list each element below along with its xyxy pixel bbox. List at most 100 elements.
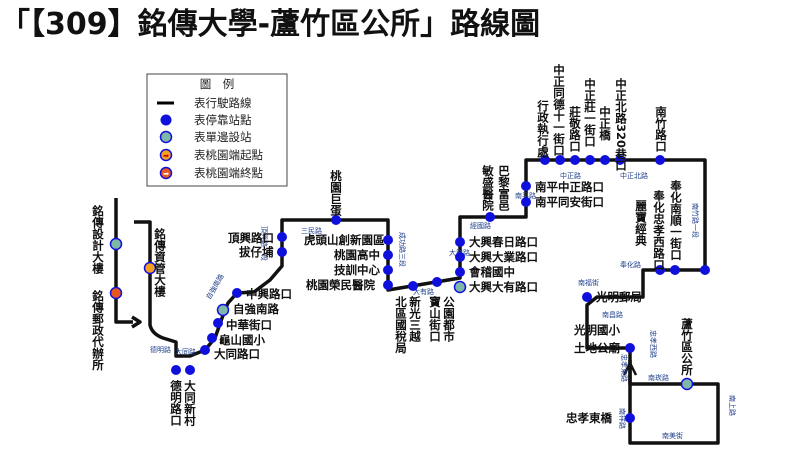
road-label: 南祥路 (618, 408, 627, 429)
stop-marker-one-side[interactable] (680, 377, 694, 391)
stop-marker[interactable] (277, 247, 287, 257)
stop-label: 大興大有路口 (469, 280, 538, 294)
stop-label: 光明國小 (573, 323, 620, 337)
stop-label: 銘傳郵政代辦所 (91, 289, 105, 371)
stop-label: 北區國稅局 (394, 295, 408, 354)
stop-marker[interactable] (670, 265, 680, 275)
stop-marker[interactable] (600, 155, 610, 165)
stop-marker-end[interactable] (109, 286, 123, 300)
stop-label: 敏盛醫院 (481, 164, 495, 212)
road-label: 南崁路 (648, 373, 669, 382)
stop-marker[interactable] (485, 212, 495, 222)
stop-marker[interactable] (521, 197, 531, 207)
stop-marker[interactable] (213, 318, 223, 328)
legend-heading: 圖 例 (200, 77, 235, 91)
stop-marker[interactable] (615, 155, 625, 165)
stop-marker[interactable] (200, 345, 210, 355)
stop-marker[interactable] (521, 181, 531, 191)
stop-labels: 銘傳設計大樓 銘傳資管大樓 銘傳郵政代辦所 德明路口 大同新村 大同路口 龜山國… (91, 63, 694, 427)
stop-marker[interactable] (383, 250, 393, 260)
stop-marker[interactable] (207, 333, 217, 343)
stop-marker[interactable] (455, 252, 465, 262)
stop-marker[interactable] (277, 232, 287, 242)
road-label: 忠孝東路 (620, 354, 629, 382)
road-label: 中正北路 (620, 171, 648, 180)
stop-label: 寶山街口 (428, 295, 442, 343)
stop-marker[interactable] (570, 155, 580, 165)
stop-marker[interactable] (625, 343, 635, 353)
stop-label: 南平同安街口 (535, 195, 604, 209)
road-label: 中正路 (560, 171, 581, 180)
stop-marker[interactable] (383, 280, 393, 290)
legend-end-label: 表桃園端終點 (194, 166, 263, 180)
stop-label: 中正橋 (598, 105, 612, 141)
stop-label: 麗寶經典 (634, 200, 648, 247)
stop-marker[interactable] (455, 237, 465, 247)
stop-marker[interactable] (455, 267, 465, 277)
stop-marker-one-side[interactable] (453, 280, 467, 294)
stop-label: 會稽國中 (469, 265, 515, 279)
stop-label: 中正北路320巷口 (614, 77, 628, 172)
stop-marker-start[interactable] (143, 261, 157, 275)
stop-label: 中正同德十一街口 (552, 63, 566, 157)
stop-marker[interactable] (232, 288, 242, 298)
stop-label: 蘆竹區公所 (680, 317, 694, 376)
road-label: 三民路 (301, 226, 322, 235)
road-label: 南昌路 (602, 310, 623, 319)
stop-label: 新光三越 (408, 295, 422, 343)
stop-marker[interactable] (432, 277, 442, 287)
road-label: 南美街 (662, 431, 683, 440)
stop-marker[interactable] (700, 265, 710, 275)
stop-label: 巴黎富邑 (497, 165, 511, 212)
road-label: 忠孝西路 (649, 330, 658, 358)
stop-marker[interactable] (383, 235, 393, 245)
stop-marker[interactable] (582, 292, 592, 302)
stop-marker[interactable] (540, 155, 550, 165)
route-title: 「【309】銘傳大學-蘆竹區公所」路線圖 (0, 7, 540, 42)
stop-label: 大同路口 (214, 347, 260, 361)
legend: 圖 例 表行駛路線 表停靠站點 表單邊設站 ➡ 表桃園端起點 ➡ 表桃園端終點 (146, 73, 288, 187)
stop-label: 中華街口 (226, 318, 272, 332)
stop-label: 桃園高中 (334, 248, 380, 262)
stop-label: 龜山國小 (219, 333, 265, 347)
stop-label: 光明郵局 (595, 290, 642, 304)
road-label: 南平路 (515, 191, 536, 200)
stop-marker[interactable] (655, 265, 665, 275)
stop-label: 拔仔埔 (239, 245, 274, 259)
stop-marker[interactable] (585, 155, 595, 165)
legend-start-label: 表桃園端起點 (194, 148, 263, 162)
stop-label: 頂興路口 (228, 231, 274, 245)
stop-label: 中正莊一街口 (583, 77, 597, 148)
legend-stop-symbol (160, 114, 172, 126)
stop-marker[interactable] (171, 365, 181, 375)
stop-marker[interactable] (185, 365, 195, 375)
stop-marker[interactable] (408, 281, 418, 291)
stop-marker[interactable] (625, 413, 635, 423)
stop-label: 虎頭山創新園區 (304, 233, 385, 247)
stop-marker[interactable] (555, 155, 565, 165)
stop-label: 莊敬路口 (568, 105, 582, 153)
road-label: 頂興路一段 (260, 226, 269, 261)
stop-marker[interactable] (331, 215, 341, 225)
stop-label: 自強南路 (233, 302, 279, 316)
legend-one-side-label: 表單邊設站 (194, 130, 252, 144)
road-label: 南福街 (578, 278, 599, 287)
direction-arrow-icon (622, 360, 638, 376)
stop-label: 大同新村 (183, 379, 197, 427)
stop-label: 忠孝東橋 (566, 411, 612, 425)
stop-marker[interactable] (655, 155, 665, 165)
stop-label: 德明路口 (169, 379, 183, 427)
stop-marker[interactable] (383, 265, 393, 275)
legend-end-arrow-icon: ➡ (163, 170, 169, 178)
road-label: 大有路 (413, 287, 434, 296)
stop-marker-one-side[interactable] (216, 303, 230, 317)
stop-label: 南平中正路口 (535, 180, 604, 194)
road-label: 成功路三段 (398, 232, 407, 267)
stop-label: 技訓中心 (334, 263, 380, 277)
road-label: 自強南路 (204, 272, 226, 301)
road-label: 南上路 (728, 395, 737, 416)
stop-marker-one-side[interactable] (109, 237, 123, 251)
stop-label: 銘傳設計大樓 (91, 204, 105, 275)
road-label: 南竹路一段 (691, 203, 700, 238)
road-label: 大同路 (175, 347, 196, 356)
